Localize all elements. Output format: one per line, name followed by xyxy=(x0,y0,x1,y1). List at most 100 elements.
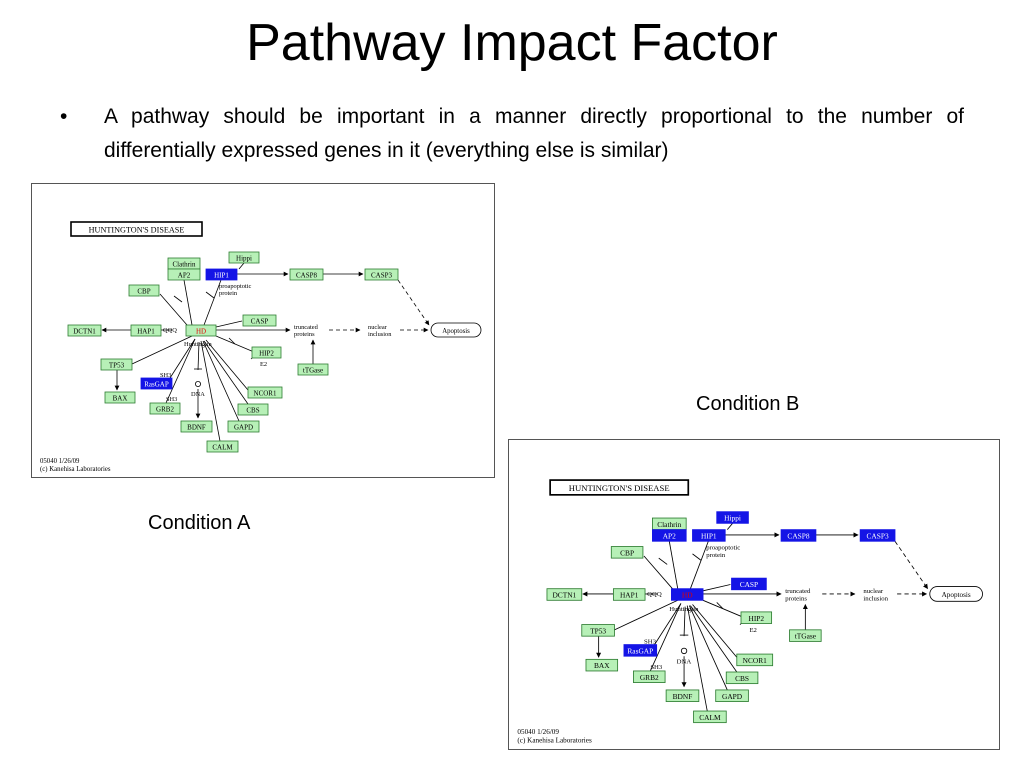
label-qqq: QQQ xyxy=(163,327,177,334)
gene-label-casp: CASP xyxy=(251,317,269,325)
edge-hd-grb2 xyxy=(165,338,196,404)
bullet-text: A pathway should be important in a manne… xyxy=(104,105,964,162)
label-protein: protein xyxy=(706,552,726,559)
gene-cbp: CBP xyxy=(610,546,644,559)
gene-label-hippi: Hippi xyxy=(236,254,252,262)
gene-label-hip2: HIP2 xyxy=(749,614,765,623)
edge-casp3-apoptosis xyxy=(397,279,430,326)
edge-hippi-hip1 xyxy=(726,523,733,530)
map-title-box: HUNTINGTON'S DISEASE xyxy=(70,221,203,237)
label-truncated: truncated xyxy=(785,588,811,595)
inhibit-mark-3 xyxy=(228,337,236,345)
gene-calm: CALM xyxy=(206,440,239,453)
gene-clathrin: Clathrin xyxy=(167,257,201,270)
gene-grb2: GRB2 xyxy=(149,402,181,415)
gene-ncor1: NCOR1 xyxy=(247,386,283,399)
map-title: HUNTINGTON'S DISEASE xyxy=(89,226,185,235)
gene-label-dctn1: DCTN1 xyxy=(73,327,96,335)
gene-dctn1: DCTN1 xyxy=(546,588,583,601)
bullet-point: • A pathway should be important in a man… xyxy=(60,100,964,168)
gene-label-tp53: TP53 xyxy=(590,626,606,635)
gene-label-grb2: GRB2 xyxy=(640,673,659,682)
gene-hip2: HIP2 xyxy=(251,346,282,359)
gene-hip2: HIP2 xyxy=(740,611,773,624)
dna-node xyxy=(194,380,201,387)
gene-bax: BAX xyxy=(104,391,136,404)
gene-casp8: CASP8 xyxy=(780,529,817,542)
gene-hd: HD xyxy=(670,588,704,601)
edge-hip1-hd xyxy=(203,279,222,326)
gene-label-grb2: GRB2 xyxy=(156,405,174,413)
label-apoptosis: Apoptosis xyxy=(942,591,971,599)
gene-casp3: CASP3 xyxy=(364,268,399,281)
gene-label-bax: BAX xyxy=(594,661,610,670)
gene-label-hip1: HIP1 xyxy=(214,271,229,279)
gene-label-ttgase: tTGase xyxy=(303,366,323,374)
gene-label-gapd: GAPD xyxy=(722,692,743,701)
diagram-labels: proapoptoticproteinQQQHuntingtintruncate… xyxy=(160,283,392,403)
gene-label-rasgap: RasGAP xyxy=(627,646,653,655)
gene-hd: HD xyxy=(185,324,217,337)
gene-cbp: CBP xyxy=(128,284,160,297)
map-footer-credit: (c) Kanehisa Laboratories xyxy=(40,466,111,473)
label-proapoptotic: proapoptotic xyxy=(219,283,251,290)
label-apoptosis: Apoptosis xyxy=(442,328,470,335)
dna-node xyxy=(680,647,688,655)
label-sh3_b: SH3 xyxy=(166,396,177,403)
gene-gapd: GAPD xyxy=(227,420,260,433)
edge-hd-dna xyxy=(197,341,200,371)
map-footer-code: 05040 1/26/09 xyxy=(517,728,559,736)
gene-rasgap: RasGAP xyxy=(140,377,173,390)
gene-label-clathrin: Clathrin xyxy=(657,520,681,529)
label-nuclear: nuclear xyxy=(863,588,884,595)
map-title: HUNTINGTON'S DISEASE xyxy=(569,483,670,493)
edge-hd-cbs xyxy=(690,605,738,673)
edge-hd-tp53 xyxy=(131,335,193,365)
gene-label-clathrin: Clathrin xyxy=(173,260,196,268)
caption-condition-b: Condition B xyxy=(696,393,800,415)
gene-label-tp53: TP53 xyxy=(109,361,125,369)
edge-hip1-hd xyxy=(689,541,709,589)
edge-hd-rasgap xyxy=(169,338,196,379)
label-e2: E2 xyxy=(260,361,267,368)
gene-label-hippi: Hippi xyxy=(724,514,741,523)
gene-bax: BAX xyxy=(585,658,619,672)
gene-label-bdnf: BDNF xyxy=(673,692,693,701)
gene-label-cbp: CBP xyxy=(137,287,150,295)
pathway-edges xyxy=(582,523,929,712)
label-huntingtin: Huntingtin xyxy=(184,341,212,348)
map-title-box: HUNTINGTON'S DISEASE xyxy=(549,479,690,496)
gene-rasgap: RasGAP xyxy=(623,644,658,657)
label-dna: DNA xyxy=(677,659,692,666)
gene-label-dctn1: DCTN1 xyxy=(552,591,576,600)
gene-label-ap2: AP2 xyxy=(663,532,676,541)
gene-label-casp3: CASP3 xyxy=(867,532,889,541)
gene-label-casp3: CASP3 xyxy=(371,271,393,279)
gene-clathrin: Clathrin xyxy=(652,517,687,531)
inhibit-mark-2 xyxy=(658,557,668,565)
gene-label-calm: CALM xyxy=(212,443,233,451)
gene-gapd: GAPD xyxy=(715,689,749,702)
gene-label-hap1: HAP1 xyxy=(137,327,155,335)
gene-tp53: TP53 xyxy=(100,358,133,371)
label-sh3_b: SH3 xyxy=(650,664,663,671)
gene-cbs: CBS xyxy=(237,403,269,416)
gene-hippi: Hippi xyxy=(228,251,260,264)
label-protein: protein xyxy=(219,290,238,297)
gene-hip1: HIP1 xyxy=(205,268,238,281)
label-qqq: QQQ xyxy=(647,591,662,598)
edge-hd-rasgap xyxy=(654,603,682,645)
inhibit-mark-3 xyxy=(716,602,724,610)
gene-label-casp8: CASP8 xyxy=(787,532,809,541)
gene-label-ncor1: NCOR1 xyxy=(743,656,767,665)
edge-ap2-hd xyxy=(183,279,193,326)
inhibit-mark-2 xyxy=(173,295,183,303)
label-proteins: proteins xyxy=(785,595,807,602)
edge-hd-cbs xyxy=(203,340,249,405)
gene-label-cbs: CBS xyxy=(246,406,259,414)
gene-grb2: GRB2 xyxy=(633,670,666,683)
gene-bdnf: BDNF xyxy=(180,420,213,433)
label-dna: DNA xyxy=(191,391,205,398)
